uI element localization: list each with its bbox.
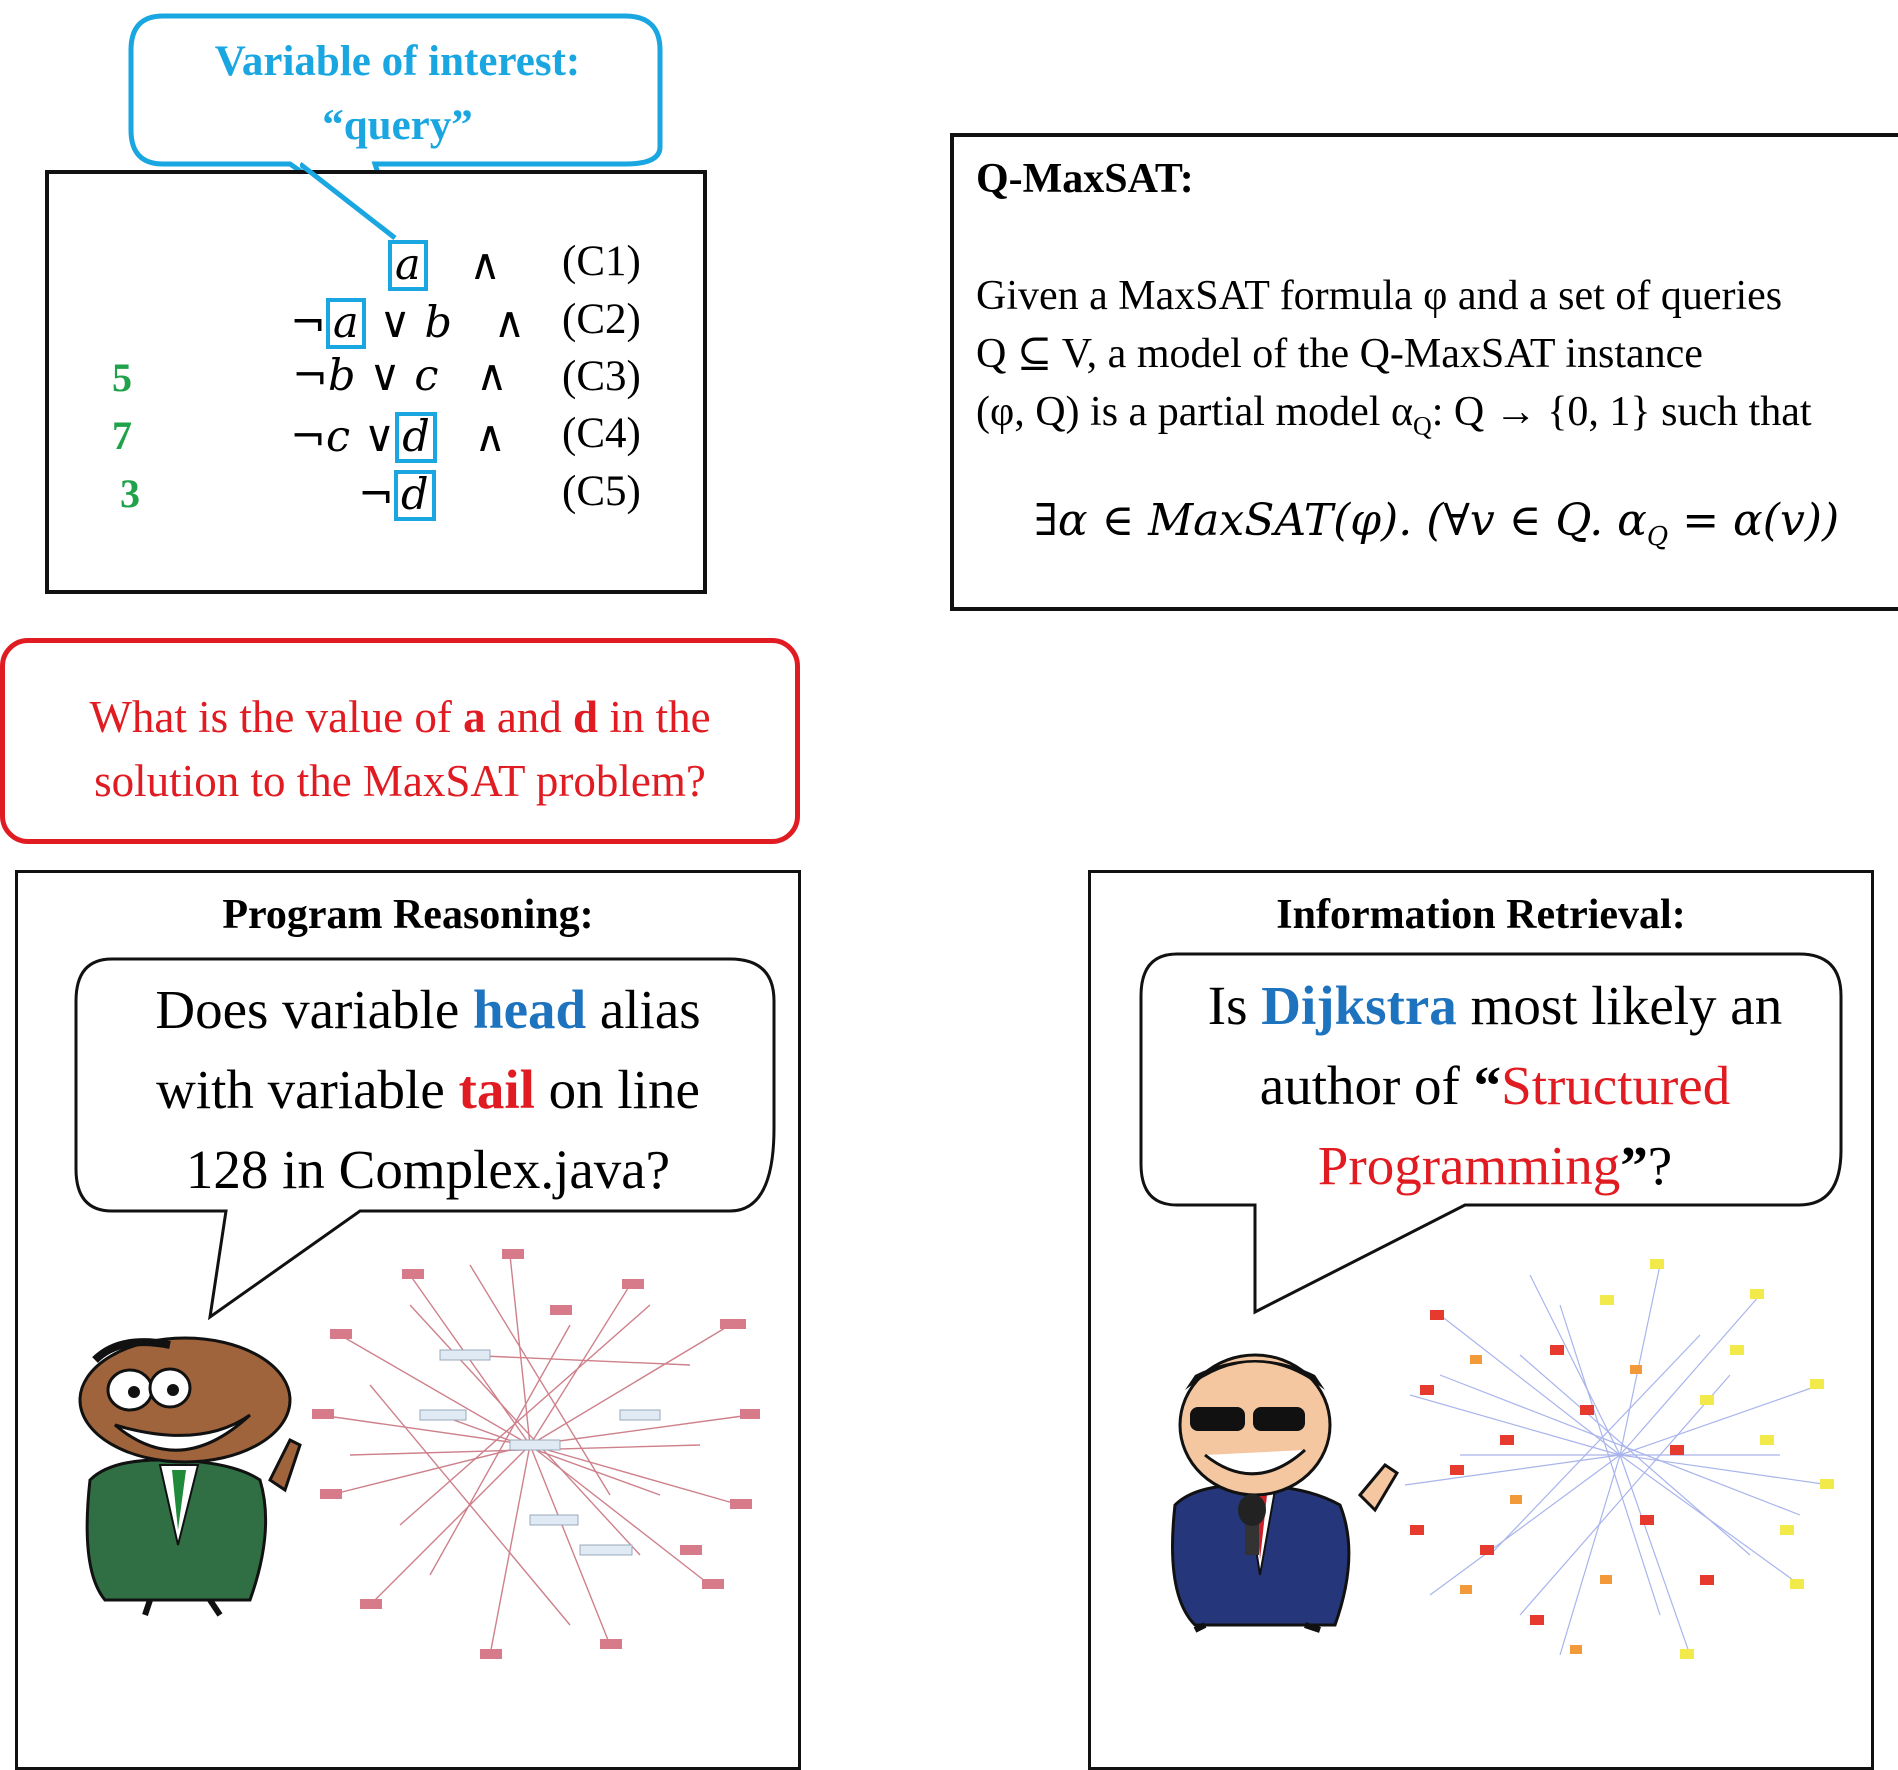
rhs-c2: ∨ b	[379, 298, 453, 348]
qmaxsat-formula-sub: Q	[1646, 521, 1669, 552]
callout-line-2: “query”	[322, 102, 473, 149]
q-and: and	[485, 692, 574, 742]
prog-line-1: Does variable head alias	[78, 970, 778, 1050]
clause-c4-id: (C4)	[562, 410, 641, 457]
book-title-1: Structured	[1501, 1055, 1731, 1116]
ir-s2: most likely an	[1456, 975, 1783, 1036]
clause-c5-id: (C5)	[562, 468, 641, 515]
prog-line-2: with variable tail on line	[78, 1050, 778, 1130]
qmaxsat-line-3-sub: Q	[1412, 411, 1432, 441]
program-reasoning-panel: Program Reasoning:	[15, 870, 801, 1770]
q-part2: in the	[598, 692, 711, 742]
cartoon-man-pointing-icon	[78, 1336, 302, 1617]
qmaxsat-line-3: (φ, Q) is a partial model αQ: Q → {0, 1}…	[976, 383, 1898, 455]
qmaxsat-line-1: Given a MaxSAT formula φ and a set of qu…	[976, 273, 1783, 319]
qmaxsat-title: Q-MaxSAT:	[976, 156, 1194, 202]
program-reasoning-title: Program Reasoning:	[222, 892, 594, 938]
ir-s3: author of	[1259, 1055, 1474, 1116]
weight-c4: 7	[112, 413, 132, 458]
ir-s4: ?	[1647, 1135, 1673, 1196]
ir-line-3: Programming”?	[1145, 1126, 1845, 1206]
clause-c1-formula: a ∧	[388, 240, 501, 291]
clause-c3-formula: ¬b ∨ c ∧	[292, 355, 508, 398]
weight-c3: 5	[112, 355, 132, 400]
clause-c2-formula: ¬a ∨ b ∧	[290, 298, 525, 349]
query-callout-text: Variable of interest: “query”	[130, 30, 665, 158]
author-dijkstra: Dijkstra	[1261, 975, 1457, 1036]
weight-c5: 3	[120, 471, 140, 516]
prog-s2: alias	[586, 979, 701, 1040]
ir-s1: Is	[1207, 975, 1262, 1036]
maxsat-question-box: What is the value of a and d in the solu…	[0, 638, 800, 844]
information-retrieval-question: Is Dijkstra most likely an author of “St…	[1145, 966, 1845, 1206]
clause-c3-id: (C3)	[562, 353, 641, 400]
ir-speech-bubble	[1139, 952, 1843, 1315]
q-var-d: d	[573, 692, 599, 742]
not-c2: ¬	[290, 298, 327, 348]
question-line-1: What is the value of a and d in the	[5, 685, 795, 749]
clause-c2-id: (C2)	[562, 296, 641, 343]
formula-box	[45, 170, 707, 594]
query-var-d-c4: d	[395, 412, 437, 463]
qmaxsat-line-2: Q ⊆ V, a model of the Q-MaxSAT instance	[976, 331, 1703, 377]
lhs-c4: ¬c ∨	[290, 412, 396, 462]
qmaxsat-definition-box: Q-MaxSAT: Given a MaxSAT formula φ and a…	[950, 133, 1898, 611]
callout-line-1: Variable of interest:	[214, 38, 581, 85]
ir-close-quote: ”	[1620, 1135, 1648, 1196]
prog-s1: Does variable	[155, 979, 473, 1040]
qmaxsat-line-3-a: (φ, Q) is a partial model α	[976, 389, 1413, 435]
conj-c2: ∧	[493, 298, 526, 348]
conj-c3: ∧	[476, 351, 508, 401]
conj-c4: ∧	[474, 412, 506, 462]
var-tail: tail	[458, 1059, 535, 1120]
prog-s4: on line	[534, 1059, 700, 1120]
question-line-2: solution to the MaxSAT problem?	[94, 756, 706, 806]
qmaxsat-line-3-b: : Q → {0, 1} such that	[1431, 389, 1812, 435]
q-part1: What is the value of	[89, 692, 464, 742]
qmaxsat-definition: Given a MaxSAT formula φ and a set of qu…	[976, 267, 1898, 455]
program-speech-bubble	[74, 957, 776, 1321]
qmaxsat-formula: ∃α ∈ MaxSAT(φ). (∀v ∈ Q. αQ = α(v))	[1034, 495, 1839, 552]
cartoon-reporter-icon	[1171, 1353, 1400, 1633]
var-head: head	[473, 979, 587, 1040]
callout-pointer-overlay	[300, 162, 397, 240]
qmaxsat-formula-b: = α(v))	[1668, 495, 1840, 546]
qmaxsat-formula-a: ∃α ∈ MaxSAT(φ). (∀v ∈ Q. α	[1034, 495, 1647, 546]
clause-c4-formula: ¬c ∨d ∧	[290, 412, 506, 463]
query-var-a-c1: a	[388, 240, 428, 291]
colorful-network-graph	[1404, 1259, 1834, 1659]
ir-open-quote: “	[1473, 1055, 1502, 1116]
not-c5: ¬	[358, 470, 395, 520]
prog-s3: with variable	[156, 1059, 459, 1120]
clause-c5-formula: ¬d	[358, 470, 436, 521]
prog-line-3: 128 in Complex.java?	[185, 1139, 671, 1200]
information-retrieval-title: Information Retrieval:	[1276, 892, 1686, 938]
ir-line-1: Is Dijkstra most likely an	[1145, 966, 1845, 1046]
lhs-c3: ¬b ∨ c	[292, 351, 439, 401]
pink-network-graph	[312, 1249, 760, 1659]
program-reasoning-question: Does variable head alias with variable t…	[78, 970, 778, 1210]
query-var-a-c2: a	[326, 298, 366, 349]
q-var-a: a	[463, 692, 486, 742]
clause-c1-id: (C1)	[562, 238, 641, 285]
query-var-d-c5: d	[394, 470, 436, 521]
conj-c1: ∧	[469, 240, 501, 290]
book-title-2: Programming	[1317, 1135, 1621, 1196]
ir-line-2: author of “Structured	[1145, 1046, 1845, 1126]
